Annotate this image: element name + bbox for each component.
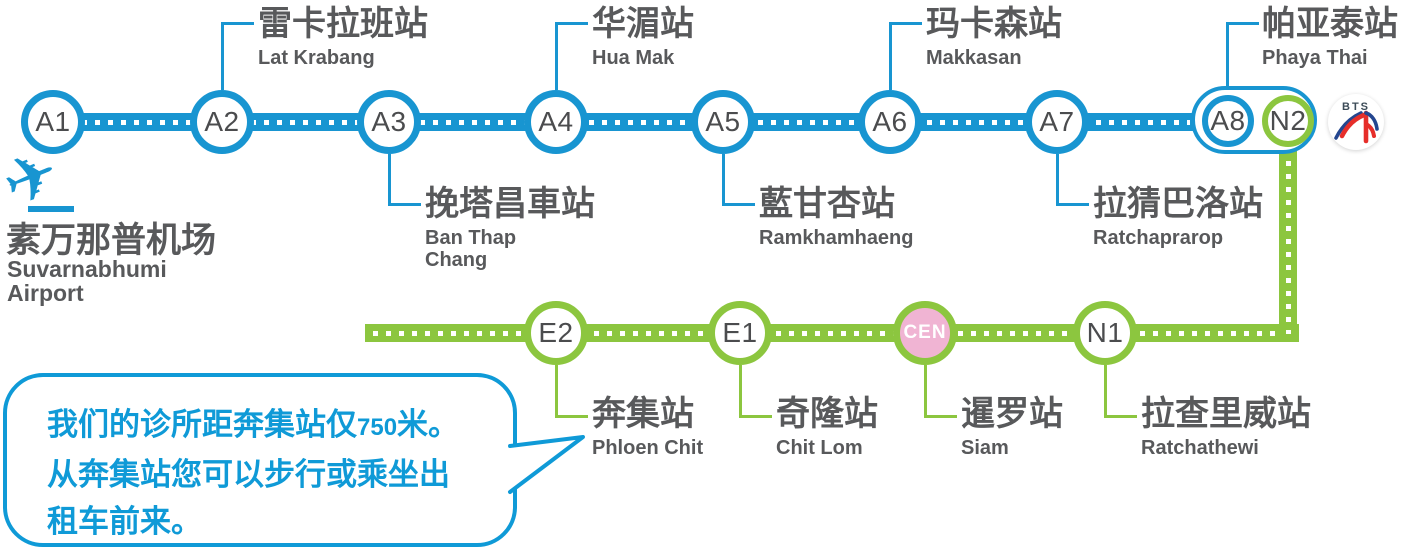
label-connector (1225, 22, 1229, 86)
station-label-cen: 暹罗站 Siam (961, 395, 1063, 460)
label-connector (1105, 415, 1137, 418)
bts-line-track-vertical (1279, 140, 1297, 342)
bts-logo-text: BTS (1342, 101, 1370, 113)
station-code: A4 (538, 106, 574, 137)
track-dashes (56, 119, 1190, 125)
station-label-a3: 挽塔昌車站 Ban Thap Chang (425, 185, 595, 272)
station-A3: A3 (357, 90, 421, 154)
track-dashes (1285, 148, 1291, 334)
station-name-en: Makkasan (926, 47, 1022, 69)
airport-name-zh: 素万那普机场 (6, 221, 217, 260)
station-A7: A7 (1025, 90, 1089, 154)
station-code: E2 (538, 317, 574, 348)
station-code: E1 (722, 317, 758, 348)
station-name-zh: 藍甘杏站 (759, 185, 895, 223)
station-code: N1 (1086, 317, 1124, 348)
station-E2: E2 (524, 301, 588, 365)
label-connector (556, 22, 588, 25)
station-A2: A2 (190, 90, 254, 154)
station-name-en: Ban Thap Chang (425, 227, 517, 271)
station-label-a2: 雷卡拉班站 Lat Krabang (258, 5, 428, 70)
station-code: A8 (1210, 105, 1246, 136)
station-A8: A8 (1202, 95, 1254, 147)
station-label-n1: 拉查里威站 Ratchathewi (1141, 395, 1311, 460)
airport-name-en: Suvarnabhumi Airport (7, 256, 167, 306)
station-label-a4: 华湄站 Hua Mak (592, 5, 694, 70)
label-connector (556, 415, 588, 418)
station-name-zh: 奇隆站 (776, 395, 878, 433)
label-connector (925, 415, 957, 418)
station-name-en: Phloen Chit (592, 437, 704, 459)
airplane-runway-bar (28, 206, 74, 212)
station-A6: A6 (858, 90, 922, 154)
label-connector (738, 365, 742, 418)
label-connector (1057, 203, 1089, 206)
station-label-a5: 藍甘杏站 Ramkhamhaeng (759, 185, 914, 250)
label-connector (554, 365, 558, 418)
clinic-note-bubble: 我们的诊所距奔集站仅750米。 从奔集站您可以步行或乘坐出 租车前来。 (3, 373, 517, 547)
clinic-note-text: 我们的诊所距奔集站仅750米。 从奔集站您可以步行或乘坐出 租车前来。 (47, 401, 459, 545)
station-code: A3 (371, 106, 407, 137)
station-code: N2 (1269, 105, 1307, 136)
track-dashes (373, 330, 1291, 336)
label-connector (389, 203, 421, 206)
label-connector (1227, 22, 1259, 25)
station-name-zh: 雷卡拉班站 (258, 5, 428, 43)
station-name-zh: 奔集站 (592, 395, 694, 433)
clinic-note-line2: 从奔集站您可以步行或乘坐出 (47, 457, 450, 492)
station-name-zh: 帕亚泰站 (1262, 5, 1398, 43)
station-A5: A5 (691, 90, 755, 154)
label-connector (220, 22, 224, 90)
label-connector (890, 22, 922, 25)
label-connector (1055, 154, 1059, 206)
station-label-a7: 拉猜巴洛站 Ratchaprarop (1093, 185, 1263, 250)
label-connector (723, 203, 755, 206)
station-name-zh: 华湄站 (592, 5, 694, 43)
bts-logo-graphic: BTS (1334, 101, 1379, 144)
station-N2: N2 (1262, 95, 1314, 147)
station-code: A5 (705, 106, 741, 137)
station-code: CEN (903, 322, 947, 343)
bubble-tail (508, 435, 585, 494)
station-label-phaya-thai: 帕亚泰站 Phaya Thai (1262, 5, 1398, 70)
station-code: A2 (204, 106, 240, 137)
label-connector (740, 415, 772, 418)
station-name-en: Ratchaprarop (1093, 227, 1224, 249)
station-name-zh: 玛卡森站 (926, 5, 1062, 43)
label-connector (387, 154, 391, 206)
label-connector (1103, 365, 1107, 418)
station-E1: E1 (708, 301, 772, 365)
station-name-zh: 拉查里威站 (1141, 395, 1311, 433)
station-name-en: Chit Lom (776, 437, 863, 459)
station-name-en: Ramkhamhaeng (759, 227, 914, 249)
bts-logo: BTS (1328, 94, 1384, 150)
station-name-en: Siam (961, 437, 1009, 459)
label-connector (888, 22, 892, 90)
station-name-zh: 暹罗站 (961, 395, 1063, 433)
station-label-a6: 玛卡森站 Makkasan (926, 5, 1062, 70)
station-code: A7 (1039, 106, 1075, 137)
station-code: A1 (35, 106, 71, 137)
label-connector (721, 154, 725, 206)
station-name-en: Hua Mak (592, 47, 675, 69)
station-N1: N1 (1073, 301, 1137, 365)
station-name-en: Ratchathewi (1141, 437, 1259, 459)
station-label-e2: 奔集站 Phloen Chit (592, 395, 704, 460)
clinic-note-line3: 租车前来。 (47, 504, 202, 539)
station-code: A6 (872, 106, 908, 137)
label-connector (923, 365, 927, 418)
bts-line-track-horizontal (365, 324, 1299, 342)
station-name-zh: 挽塔昌車站 (425, 185, 595, 223)
clinic-note-line1: 我们的诊所距奔集站仅750米。 (47, 407, 460, 442)
station-A4: A4 (524, 90, 588, 154)
distance-value: 750 (357, 414, 398, 441)
station-label-e1: 奇隆站 Chit Lom (776, 395, 878, 460)
station-A1: A1 (21, 90, 85, 154)
station-name-zh: 拉猜巴洛站 (1093, 185, 1263, 223)
station-name-en: Phaya Thai (1262, 47, 1368, 69)
label-connector (222, 22, 254, 25)
station-name-en: Lat Krabang (258, 47, 375, 69)
station-CEN: CEN (893, 301, 957, 365)
label-connector (554, 22, 558, 90)
